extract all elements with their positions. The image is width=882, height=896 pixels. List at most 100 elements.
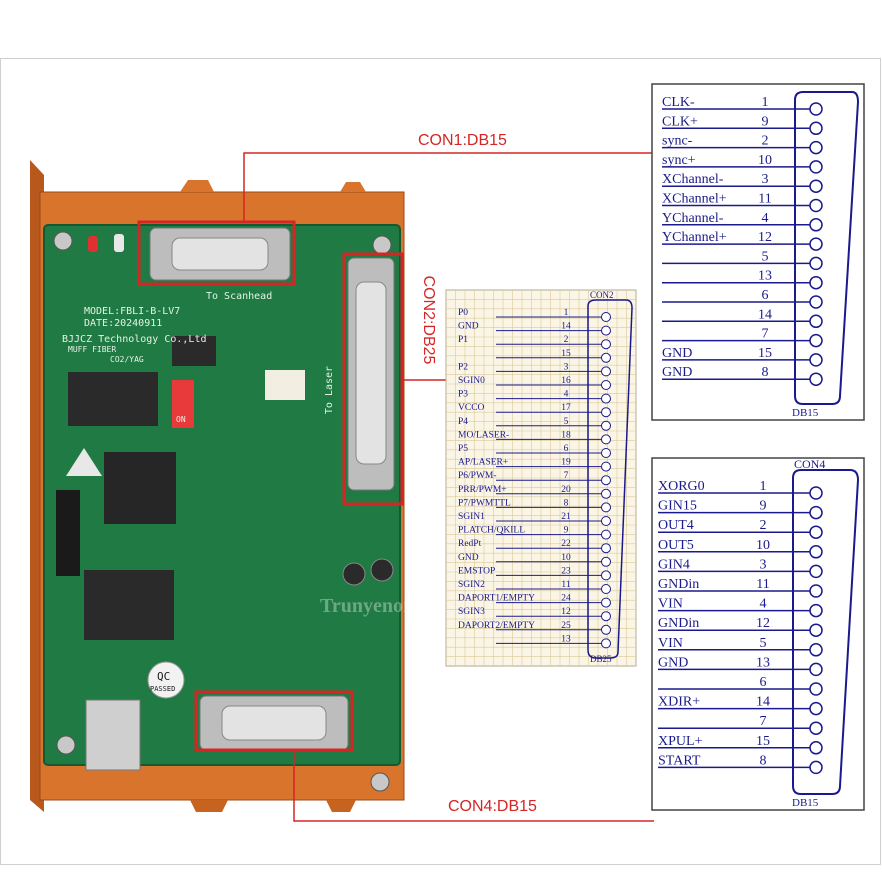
- enclosure-bottom-tab: [190, 800, 228, 812]
- qc-label: QC: [157, 670, 170, 683]
- con2-panel-header: CON2: [590, 290, 614, 300]
- con2-db25-shell: [587, 299, 633, 659]
- pin-number: 12: [561, 607, 571, 617]
- pin-number: 4: [760, 597, 767, 612]
- pin-number: 13: [756, 655, 770, 670]
- con1-pinout-panel: CLK-1CLK+9sync-2sync+10XChannel-3XChanne…: [651, 83, 865, 421]
- pin-hole: [809, 160, 823, 174]
- to-scanhead-label: To Scanhead: [206, 291, 272, 302]
- to-laser-label: To Laser: [324, 366, 335, 414]
- pin-number: 21: [561, 512, 571, 522]
- pin-signal-name: DAPORT2/EMPTY: [458, 621, 535, 631]
- pin-number: 15: [561, 349, 571, 359]
- pin-hole: [809, 643, 823, 657]
- pin-signal-name: AP/LASER+: [458, 458, 508, 468]
- con4-highlight-box: [194, 690, 354, 752]
- con2_panel-pin-row: SGIN1 21: [458, 512, 611, 526]
- passed-label: PASSED: [150, 685, 175, 693]
- pin-hole: [809, 179, 823, 193]
- pin-signal-name: DAPORT1/EMPTY: [458, 594, 535, 604]
- pin-signal-name: OUT4: [658, 518, 694, 533]
- board-fiber-text: MUFF FIBER: [68, 345, 116, 354]
- pin-number: 8: [760, 753, 767, 768]
- pin-hole: [809, 102, 823, 116]
- pin-hole: [809, 545, 823, 559]
- pin-signal-name: OUT5: [658, 538, 694, 553]
- pin-number: 5: [760, 636, 767, 651]
- pin-signal-name: EMSTOP: [458, 566, 495, 576]
- pin-hole: [601, 366, 611, 377]
- pin-number: 15: [756, 734, 770, 749]
- con4-panel-footer: DB15: [792, 797, 819, 809]
- pin-hole: [809, 140, 823, 155]
- image-frame: [0, 58, 881, 865]
- pin-number: 18: [561, 430, 571, 440]
- board-date-text: DATE:20240911: [84, 318, 162, 329]
- pin-number: 13: [561, 634, 571, 644]
- enclosure-top-tab: [180, 180, 214, 192]
- pin-hole: [601, 529, 611, 540]
- pin-header: [56, 490, 80, 576]
- pin-hole: [601, 461, 611, 472]
- con2-connector-shell: [355, 281, 387, 465]
- pin-hole: [809, 623, 823, 637]
- pin-hole: [601, 407, 611, 418]
- memory-chip: [68, 372, 158, 426]
- pin-hole: [809, 741, 823, 755]
- dip-switch: [172, 380, 194, 428]
- pin-signal-name: sync-: [662, 134, 693, 149]
- pin-signal-name: START: [658, 753, 701, 768]
- con2_panel-pin-row: P6/PWM-7: [458, 471, 611, 486]
- pin-hole: [809, 256, 823, 271]
- warning-triangle-icon: [66, 448, 102, 476]
- pin-number: 2: [762, 134, 769, 149]
- pin-signal-name: GIN4: [658, 557, 690, 572]
- pin-hole: [809, 564, 823, 579]
- pin-hole: [809, 584, 823, 598]
- con1-highlight-box: [137, 220, 296, 286]
- pin-signal-name: XChannel-: [662, 172, 724, 187]
- fpga-chip: [104, 452, 176, 524]
- controller-board: MODEL:FBLI-B-LV7 DATE:20240911 BJJCZ Tec…: [30, 160, 405, 812]
- usb-controller-chip: [84, 570, 174, 640]
- pin-signal-name: P3: [458, 390, 468, 400]
- con2-highlight-box: [342, 252, 404, 506]
- pin-signal-name: XPUL+: [658, 734, 703, 749]
- pin-number: 13: [758, 269, 772, 284]
- con1-panel-footer: DB15: [792, 407, 819, 419]
- con4_panel-pin-row: 6: [658, 675, 823, 696]
- con1-db15-shell: [794, 91, 860, 405]
- pin-number: 9: [760, 499, 767, 514]
- pin-number: 8: [564, 498, 569, 508]
- pin-number: 1: [564, 308, 569, 318]
- pin-number: 4: [762, 211, 769, 226]
- pin-hole: [601, 339, 611, 350]
- pin-signal-name: P7/PWMTTL: [458, 498, 511, 508]
- pin-number: 15: [758, 346, 772, 361]
- pin-signal-name: SGIN1: [458, 512, 485, 522]
- con2_panel-pin-row: AP/LASER+19: [458, 458, 611, 472]
- pin-signal-name: GNDin: [658, 616, 699, 631]
- pin-hole: [809, 505, 823, 520]
- con1_panel-pin-row: 13: [662, 269, 823, 290]
- pin-number: 9: [564, 526, 569, 536]
- con1_panel-pin-row: YChannel+12: [662, 230, 823, 251]
- pin-number: 6: [760, 675, 767, 690]
- pin-hole: [601, 448, 611, 458]
- pin-hole: [809, 662, 823, 677]
- pin-number: 11: [758, 192, 771, 207]
- pin-signal-name: P4: [458, 417, 468, 427]
- ic-chip: [172, 336, 216, 366]
- pin-hole: [601, 475, 611, 486]
